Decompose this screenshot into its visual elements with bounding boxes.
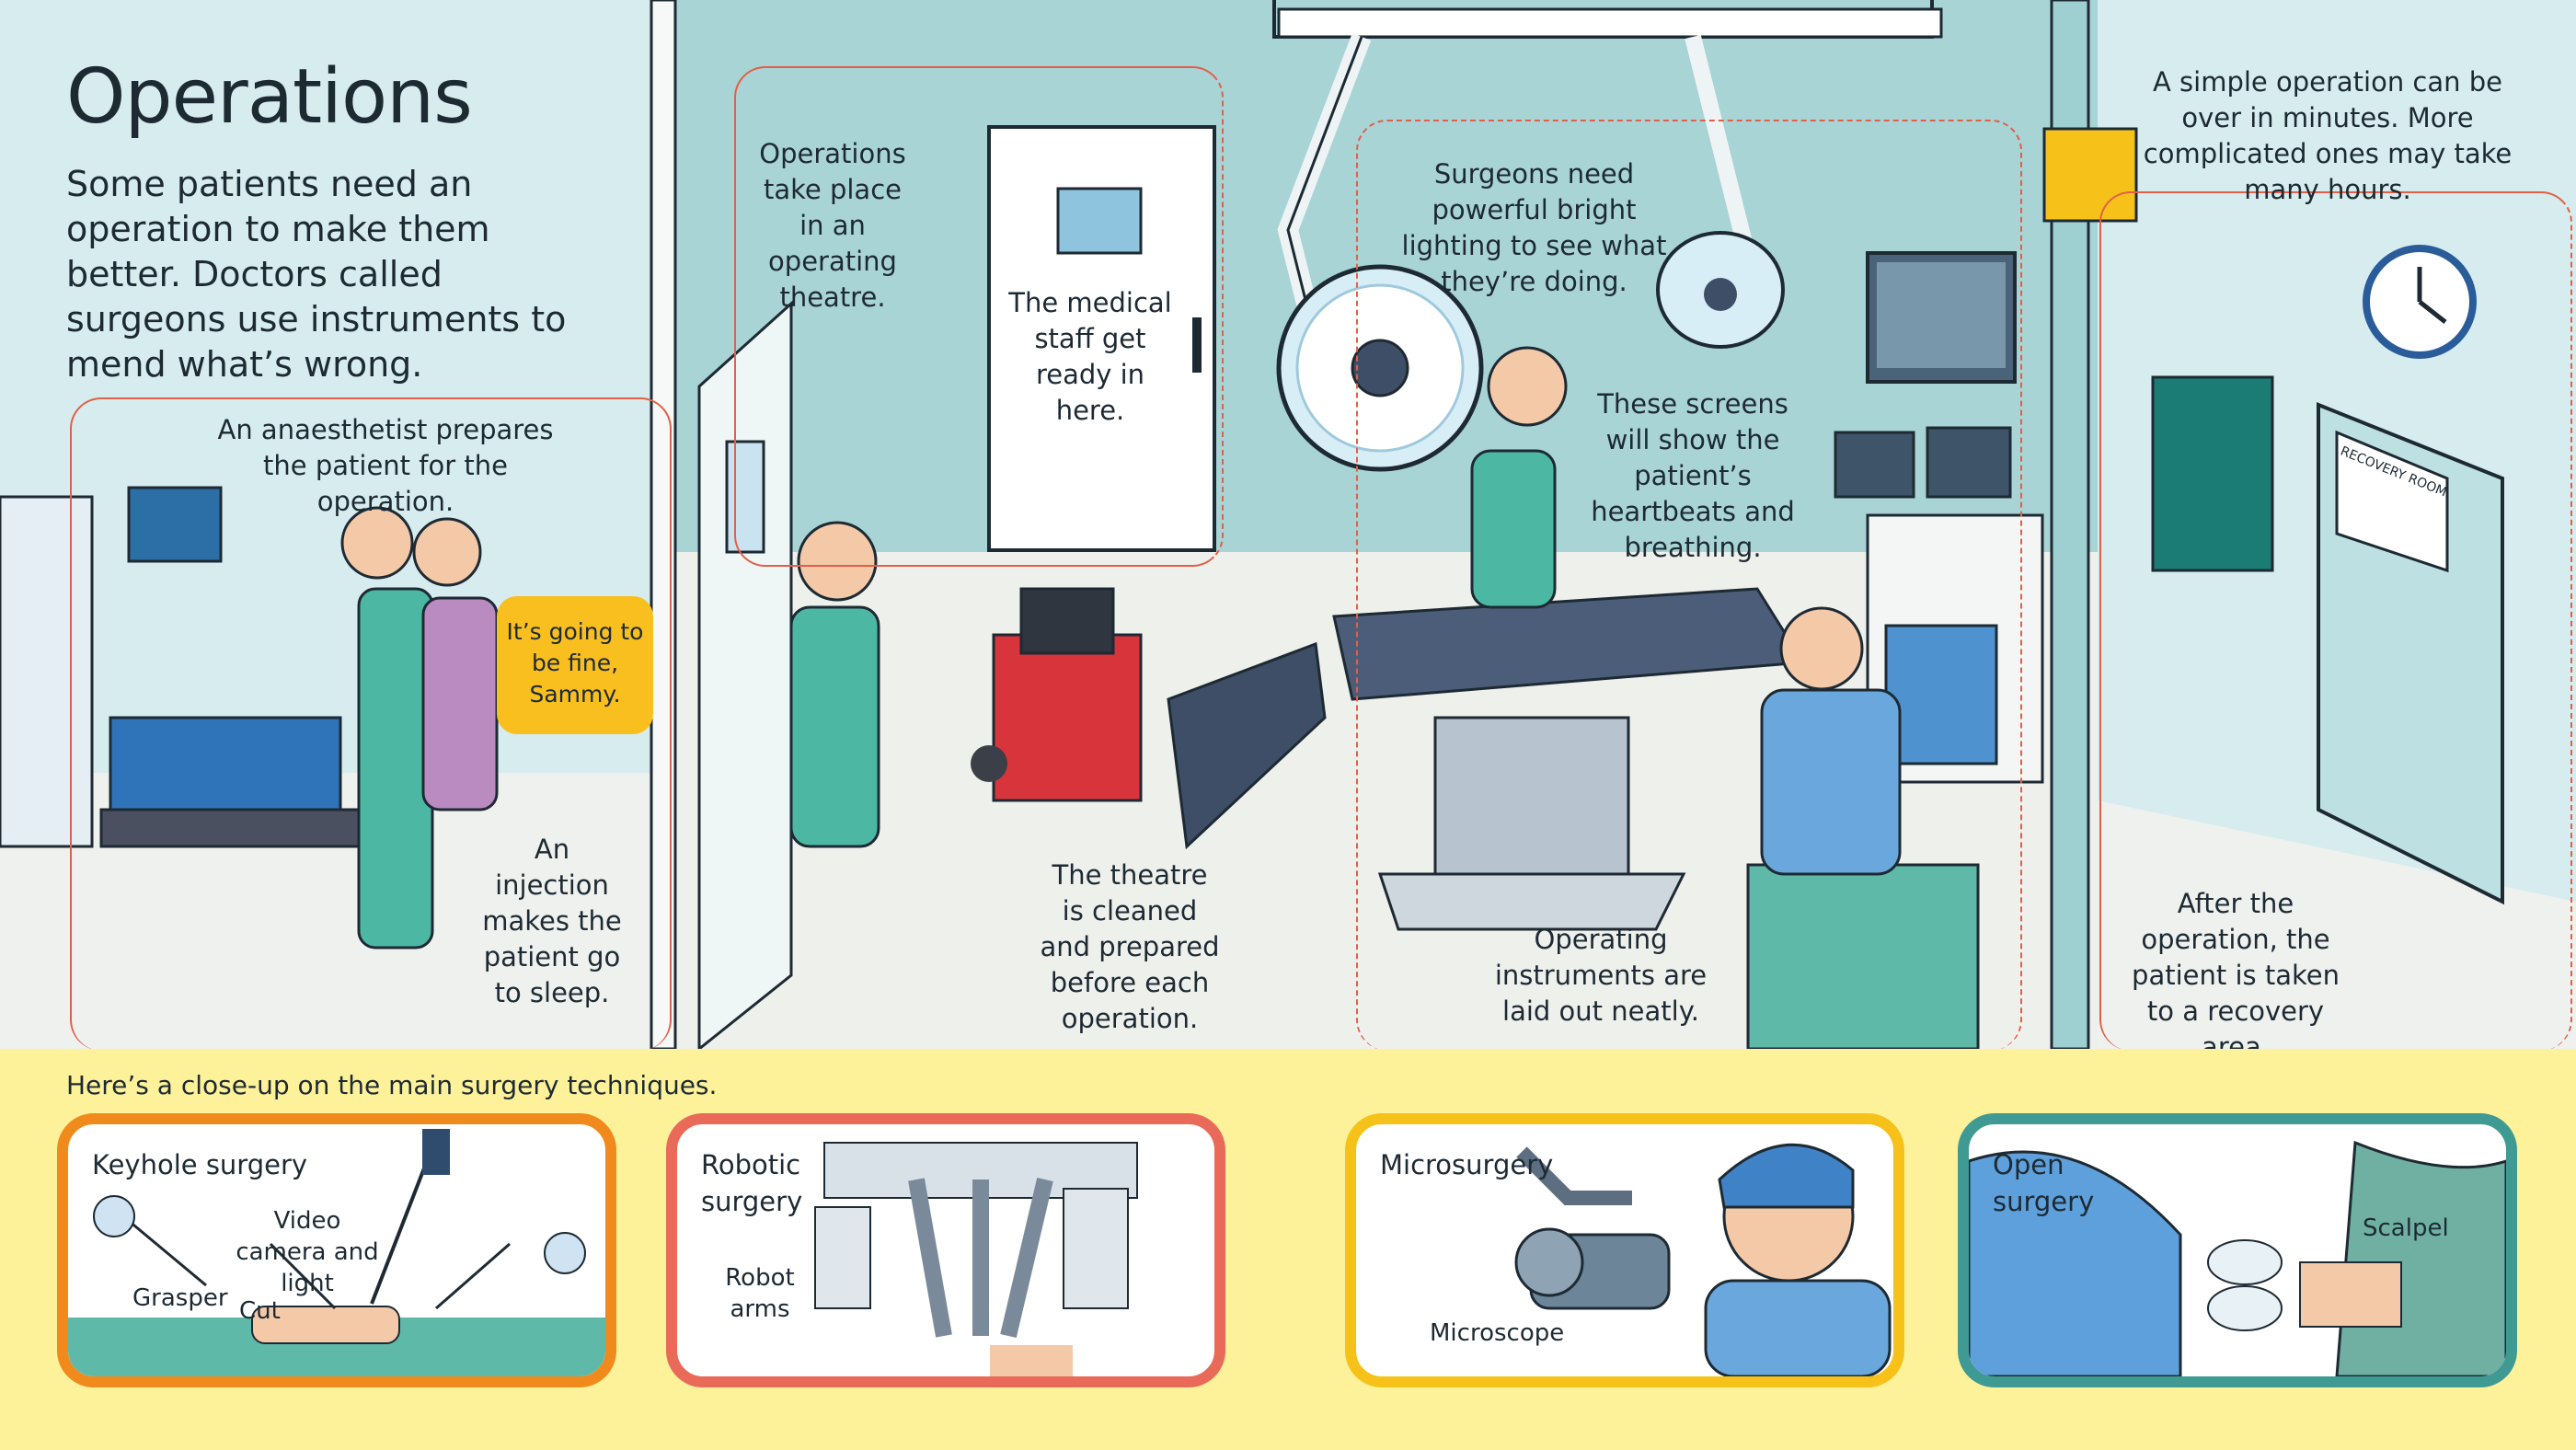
page-title: Operations bbox=[66, 53, 473, 141]
caption-staff: The medical staff get ready in here. bbox=[1008, 287, 1172, 426]
panel-title: Keyhole surgery bbox=[92, 1149, 308, 1180]
label-grasper: Grasper bbox=[132, 1284, 228, 1312]
label-video-camera: Video camera and light bbox=[236, 1207, 379, 1297]
cleaning-cart-icon bbox=[971, 587, 1143, 802]
caption-lighting: Surgeons need powerful bright lighting t… bbox=[1401, 158, 1667, 297]
caption-cleaned: The theatre is cleaned and prepared befo… bbox=[1040, 859, 1220, 1034]
microscope-icon bbox=[1514, 1143, 1892, 1376]
monitor-icon bbox=[1834, 251, 2017, 499]
caption-theatre: Operations take place in an operating th… bbox=[759, 138, 906, 313]
recovery-frame bbox=[2099, 191, 2572, 1051]
lighting-frame bbox=[1356, 120, 2022, 1051]
panel-keyhole-surgery: Keyhole surgery Video camera and light G… bbox=[57, 1113, 616, 1387]
caption-anaesthetist: An anaesthetist prepares the patient for… bbox=[217, 414, 554, 517]
panel-microsurgery: Microsurgery Microscope bbox=[1345, 1113, 1904, 1387]
panel-title: Open surgery bbox=[1993, 1149, 2095, 1217]
clock-icon bbox=[2363, 245, 2477, 359]
speech-bubble: It’s going to be fine, Sammy. bbox=[497, 596, 653, 734]
caption-screens: These screens will show the patient’s he… bbox=[1591, 388, 1795, 563]
label-microscope: Microscope bbox=[1430, 1319, 1565, 1347]
panel-robotic-surgery: Robotic surgery Robot arms bbox=[666, 1113, 1225, 1387]
caption-duration: A simple operation can be over in minute… bbox=[2143, 66, 2513, 205]
panel-title: Microsurgery bbox=[1380, 1149, 1554, 1180]
operating-table-icon bbox=[1167, 587, 1806, 931]
operating-theatre-scene bbox=[0, 0, 2576, 1049]
scalpel-icon bbox=[1969, 1140, 2506, 1376]
label-scalpel: Scalpel bbox=[2363, 1214, 2449, 1242]
surgical-lamp-icon bbox=[1276, 33, 1785, 472]
label-cut: Cut bbox=[239, 1297, 281, 1325]
robot-arm-icon bbox=[814, 1142, 1138, 1376]
theatre-frame bbox=[734, 66, 1224, 567]
label-robot-arms: Robot arms bbox=[725, 1264, 795, 1323]
caption-instruments: Operating instruments are laid out neatl… bbox=[1494, 924, 1708, 1027]
scene-illustration bbox=[0, 0, 2576, 1049]
intro-text: Some patients need an operation to make … bbox=[66, 164, 567, 385]
panel-open-surgery: Open surgery Scalpel bbox=[1958, 1113, 2517, 1387]
closeup-caption: Here’s a close-up on the main surgery te… bbox=[66, 1070, 718, 1100]
door-icon bbox=[987, 125, 1216, 552]
caption-recovery: After the operation, the patient is take… bbox=[2132, 888, 2340, 1063]
panel-title: Robotic surgery bbox=[701, 1149, 803, 1217]
anaesthetist-frame bbox=[70, 397, 672, 1051]
caption-injection: An injection makes the patient go to sle… bbox=[482, 834, 622, 1008]
keyhole-illustration bbox=[68, 1129, 605, 1376]
